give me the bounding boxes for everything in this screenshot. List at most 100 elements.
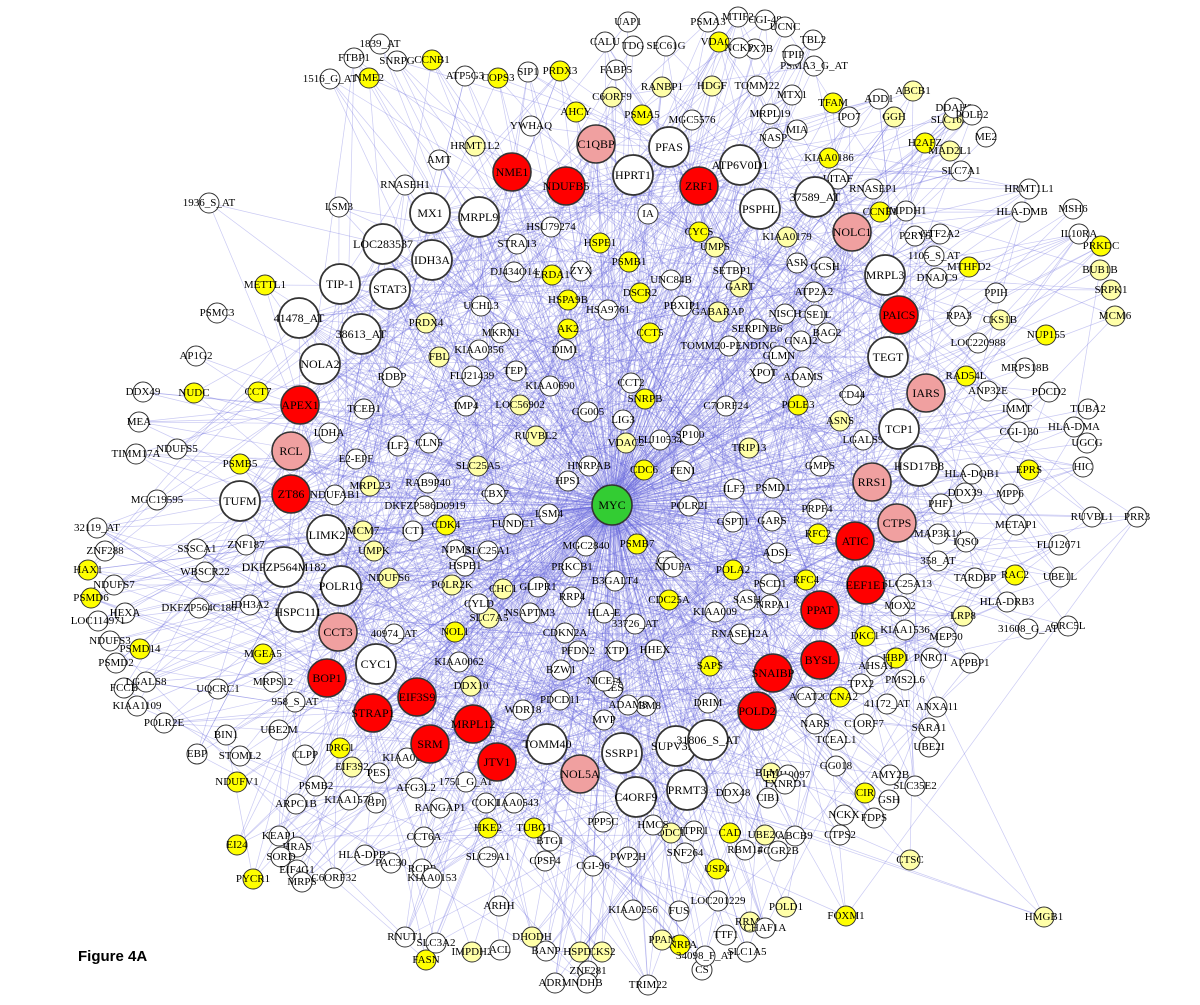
node-label: RAD54L xyxy=(946,370,987,382)
node-label: PFAS xyxy=(655,140,683,154)
node-hke2: HKE2 xyxy=(474,817,502,839)
edge-ppat-dim1 xyxy=(564,349,821,611)
edge-myc-cad xyxy=(611,504,731,834)
node-label: ARHH xyxy=(483,900,514,912)
node-label: PPAT xyxy=(807,603,835,617)
node-bop1: BOP1 xyxy=(307,658,347,698)
edge-myc-cir xyxy=(611,504,866,794)
edge-myc-dscr2 xyxy=(611,292,641,506)
node-zt86: ZT86 xyxy=(271,474,311,514)
node-sssca1: SSSCA1 xyxy=(177,538,217,560)
node-label: C1ORF7 xyxy=(844,718,884,730)
node-label: CHC1 xyxy=(489,583,517,595)
node-label: RNASEP1 xyxy=(849,183,897,195)
edge-myc-ube2c xyxy=(611,504,766,836)
node-tufm: TUFM xyxy=(219,480,261,522)
edge-myc-dim1 xyxy=(564,349,613,506)
edge-myc-mrpl3 xyxy=(611,274,886,506)
node-nol1: NOL1 xyxy=(441,621,469,643)
node-label: POLR1C xyxy=(319,579,364,593)
edge-tcp1-bop1 xyxy=(326,428,900,679)
edge-strap1-glmn xyxy=(372,355,780,714)
edge-myc-rnut1 xyxy=(404,504,613,938)
node-cyc1: CYC1 xyxy=(355,643,397,685)
edge-myc-snaibp xyxy=(611,504,774,674)
node-label: IDH3A xyxy=(414,253,450,267)
edge-saps-myc xyxy=(611,504,711,667)
node-label: TCEB1 xyxy=(347,403,381,415)
node-ddx48: DDX48 xyxy=(716,782,751,804)
node-atp5g3: ATP5G3 xyxy=(446,65,485,87)
edge-paics-ranbp1 xyxy=(661,86,900,316)
edge-kiaa0153-ddx39 xyxy=(431,492,966,879)
node-label: KIAA0153 xyxy=(407,872,457,884)
edge-myc-ucnc xyxy=(611,26,786,506)
edge-nolc1-gmps xyxy=(819,231,853,467)
edge-nol5a-hla-drb3 xyxy=(579,601,1008,775)
node-label: AHSA1 xyxy=(858,660,893,672)
edge-mrpl9-psmb2 xyxy=(315,216,480,787)
node-ftbp1: FTBP1 xyxy=(338,47,370,69)
node-label: HIC xyxy=(1074,461,1093,473)
edge-eif3s9-flj12671 xyxy=(416,544,1060,698)
edge-myc-hprt1 xyxy=(611,174,634,506)
node-label: KIAA009 xyxy=(693,606,737,618)
edge-tip-1-usp4 xyxy=(339,283,718,870)
node-label: SSRP1 xyxy=(605,746,639,760)
edge-pms2l6-slc3a2 xyxy=(435,679,906,944)
node-label: TRIM22 xyxy=(629,979,668,991)
node-psphl: PSPHL xyxy=(739,188,781,230)
edge-38613-at-slc7a1 xyxy=(360,170,962,335)
edge-myc-sara1 xyxy=(611,504,930,729)
edge-myc-zyx xyxy=(580,270,613,506)
node-c4orf9: C4ORF9 xyxy=(614,776,658,818)
node-saps: SAPS xyxy=(697,655,723,677)
node-label: UNC84B xyxy=(650,274,692,286)
edge-myc-ddx49 xyxy=(142,391,613,506)
edge-idh3a-sash xyxy=(431,259,748,601)
node-hspe1: HSPE1 xyxy=(584,232,616,254)
edge-ndufb5-sip1 xyxy=(527,71,567,187)
edge-srm-pms2l6 xyxy=(429,679,906,745)
node-label: ICT1 xyxy=(401,525,424,537)
edge-tcp1-ndufa xyxy=(672,428,900,568)
node-eef1e1: EEF1E1 xyxy=(846,565,886,605)
edge-myc-kiaa1109 xyxy=(136,504,613,707)
edge-tip-1-saps xyxy=(339,283,711,667)
node-cct7: CCT7 xyxy=(245,381,272,403)
edge-myc-rfc4 xyxy=(611,504,807,581)
node-label: MPP6 xyxy=(996,488,1024,500)
node-ggh: GGH xyxy=(882,106,906,128)
edge-hrmt1l1-lig3 xyxy=(622,188,1030,421)
edge-myc-tip-1 xyxy=(339,283,613,506)
node-label: PDCD2 xyxy=(1032,386,1067,398)
node-circle xyxy=(359,475,381,497)
edge-mx1-hla-dmb xyxy=(429,211,1023,214)
edge-hrmt1l1-nasp xyxy=(772,137,1030,190)
node-label: C7ORF24 xyxy=(703,400,749,412)
node-pola2: POLA2 xyxy=(716,559,750,581)
edge-zt86-hdgf xyxy=(290,85,713,495)
node-label: PSMD6 xyxy=(73,592,109,604)
edge-myc-nme2 xyxy=(368,77,613,506)
node-label: EIF3S2 xyxy=(335,761,369,773)
edge-c1qbp-trim22 xyxy=(595,143,649,986)
node-label: CKS2 xyxy=(589,946,616,958)
node-circle xyxy=(557,318,579,340)
node-nckx: NCKX xyxy=(828,804,860,826)
node-circle xyxy=(754,824,776,846)
node-tcp1: TCP1 xyxy=(878,408,920,450)
node-label: SASH xyxy=(733,594,761,606)
node-label: HRMT1L2 xyxy=(450,140,500,152)
edge-strap1-gtf2a2 xyxy=(372,233,941,714)
edge-myc-slc7a1 xyxy=(611,170,962,506)
node-mrpl9: MRPL9 xyxy=(458,196,500,238)
edge-myc-psmc3 xyxy=(216,312,613,506)
node-label: UCNC xyxy=(770,21,801,33)
node-label: MRPL19 xyxy=(750,108,791,120)
edge-myc-ndufb5 xyxy=(565,185,613,506)
node-prmt3: PRMT3 xyxy=(666,769,708,811)
edge-c4orf9-psmb2 xyxy=(315,785,637,798)
edge-32119-at-pbxip1 xyxy=(96,305,683,529)
figure-label: Figure 4A xyxy=(78,948,148,965)
